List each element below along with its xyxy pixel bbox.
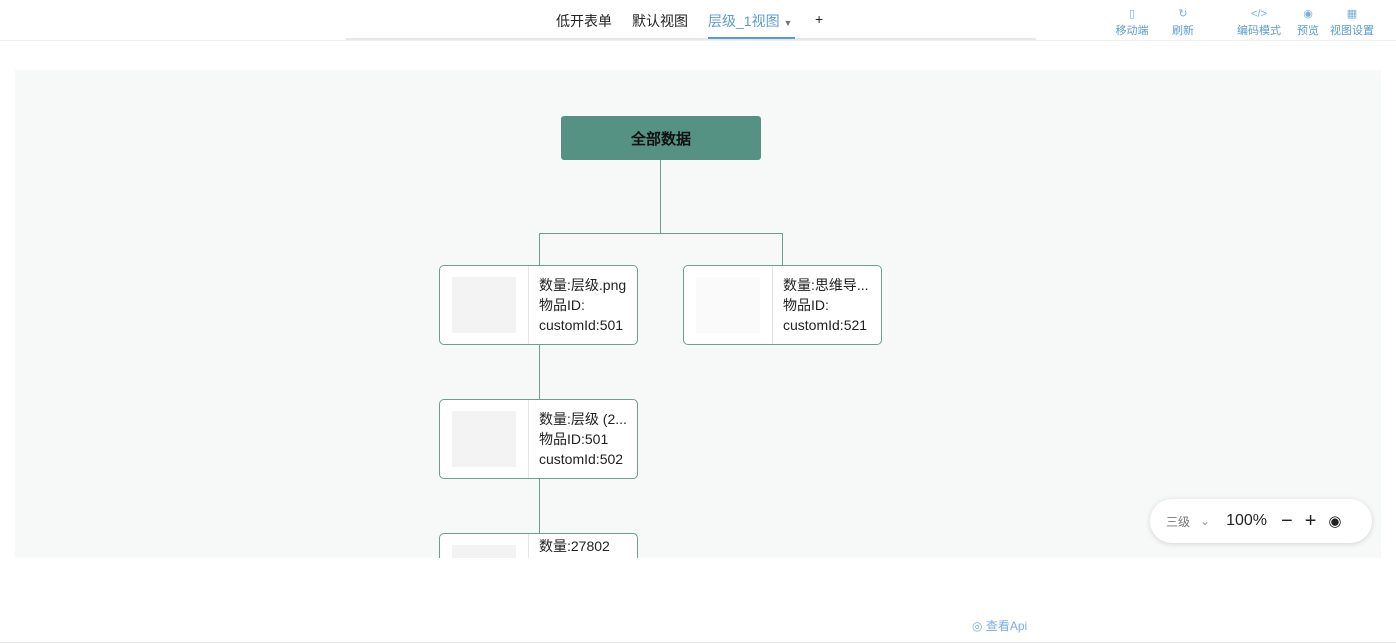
grid-icon: ▦	[1346, 8, 1358, 20]
label: 视图设置	[1330, 25, 1374, 37]
divider	[0, 642, 1396, 643]
connector	[782, 233, 783, 265]
node-quantity: 数量:层级.png	[539, 277, 627, 293]
tab-label: 层级_1视图	[708, 13, 780, 29]
tab-hierarchy-view[interactable]: 层级_1视图 ▼	[708, 11, 792, 31]
view-api-link[interactable]: ◎ 查看Api	[972, 617, 1027, 634]
zoom-out-icon[interactable]: −	[1281, 509, 1293, 532]
node-item-id: 物品ID:	[783, 297, 829, 313]
node-item-id: 物品ID:501	[539, 431, 609, 447]
node-card[interactable]: 数量:思维导... 物品ID: customId:521	[683, 265, 882, 345]
label: 刷新	[1172, 25, 1194, 37]
add-tab-button[interactable]: +	[815, 11, 824, 27]
code-mode-button[interactable]: </> 编码模式	[1224, 6, 1294, 38]
tab-default-view[interactable]: 默认视图	[632, 13, 688, 29]
connector	[539, 233, 783, 234]
refresh-icon: ↻	[1178, 8, 1188, 20]
hierarchy-canvas[interactable]: 全部数据 数量:层级.png 物品ID: customId:501 数量:思维导..…	[15, 70, 1381, 558]
root-node[interactable]: 全部数据	[561, 116, 761, 160]
connector	[539, 233, 540, 265]
divider	[0, 40, 1396, 41]
zoom-in-icon[interactable]: +	[1304, 509, 1317, 532]
active-tab-indicator	[708, 37, 795, 39]
eye-icon: ◎	[972, 619, 983, 633]
refresh-button[interactable]: ↻ 刷新	[1153, 6, 1213, 38]
thumbnail-image	[684, 266, 773, 344]
caret-down-icon[interactable]: ▼	[783, 18, 793, 28]
connector	[539, 344, 540, 399]
label: 移动端	[1115, 25, 1149, 37]
eye-icon[interactable]: ◉	[1328, 513, 1342, 530]
label: 查看Api	[985, 619, 1028, 633]
label: 预览	[1297, 25, 1319, 37]
node-card[interactable]: 数量:层级.png 物品ID: customId:501	[439, 265, 638, 345]
node-quantity: 数量:思维导...	[783, 277, 869, 293]
node-custom-id: customId:521	[783, 317, 868, 333]
label: 编码模式	[1237, 25, 1281, 37]
node-quantity: 数量:层级 (2...	[539, 411, 627, 427]
node-custom-id: customId:501	[539, 317, 624, 333]
mobile-icon: ▯	[1128, 8, 1136, 20]
thumbnail-image	[440, 266, 529, 344]
node-custom-id: customId:502	[539, 451, 624, 467]
code-icon: </>	[1251, 8, 1267, 20]
view-tabs: 低开表单 默认视图 层级_1视图 ▼ +	[346, 0, 1036, 40]
zoom-control: 三级 ⌄ 100% − + ◉	[1150, 499, 1372, 543]
thumbnail-image	[440, 400, 529, 478]
mobile-button[interactable]: ▯ 移动端	[1102, 6, 1162, 38]
zoom-percent: 100%	[1226, 512, 1267, 529]
chevron-down-icon[interactable]: ⌄	[1200, 514, 1211, 528]
level-select[interactable]: 三级	[1166, 514, 1191, 529]
node-quantity: 数量:27802	[539, 538, 610, 554]
connector	[660, 160, 661, 234]
preview-icon: ◉	[1303, 8, 1313, 20]
tab-lowcode-form[interactable]: 低开表单	[556, 13, 612, 29]
preview-button[interactable]: ◉ 预览	[1288, 6, 1328, 38]
thumbnail-image	[440, 534, 529, 558]
node-card[interactable]: 数量:层级 (2... 物品ID:501 customId:502	[439, 399, 638, 479]
node-card[interactable]: 数量:27802	[439, 533, 638, 558]
view-settings-button[interactable]: ▦ 视图设置	[1322, 6, 1382, 38]
connector	[539, 478, 540, 533]
node-item-id: 物品ID:	[539, 297, 585, 313]
